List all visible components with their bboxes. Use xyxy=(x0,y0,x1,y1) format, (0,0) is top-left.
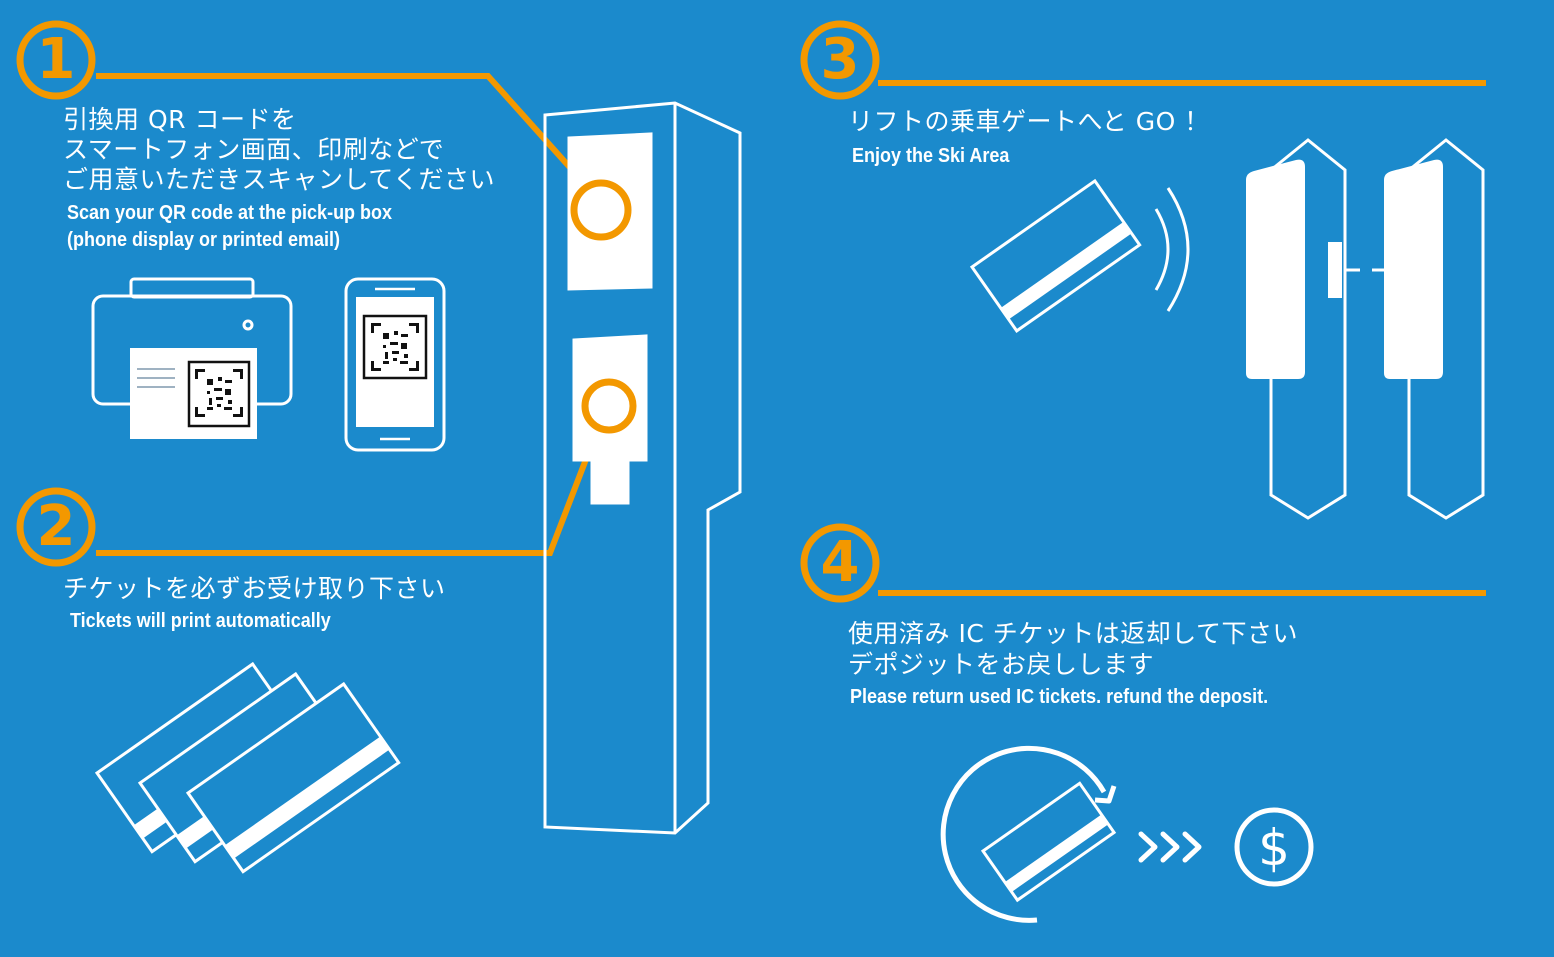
step4-en-line1: Please return used IC tickets. refund th… xyxy=(850,686,1269,708)
step1-jp-line1: 引換用 QR コードを xyxy=(63,105,297,134)
step1-jp-line2: スマートフォン画面、印刷などで xyxy=(63,135,445,164)
step3-badge xyxy=(800,20,880,100)
step2-en-line1: Tickets will print automatically xyxy=(70,610,331,632)
printer-icon xyxy=(91,277,293,439)
step1-en-line2: (phone display or printed email) xyxy=(67,229,341,251)
step2-jp-line1: チケットを必ずお受け取り下さい xyxy=(63,574,446,603)
ic-ticket-icon xyxy=(94,661,401,874)
step4-number: 4 xyxy=(820,530,860,595)
step4-jp-line1: 使用済み IC チケットは返却して下さい xyxy=(848,619,1298,648)
step3-en-line1: Enjoy the Ski Area xyxy=(852,145,1010,167)
step1-jp-line3: ご用意いただきスキャンしてください xyxy=(63,165,496,194)
step1-badge xyxy=(16,20,96,100)
return-arrow-icon xyxy=(940,745,1117,923)
ic-ticket-icon xyxy=(969,178,1142,333)
printer-marker xyxy=(581,378,637,434)
contactless-signal-icon xyxy=(1154,187,1190,312)
chevrons-right-icon xyxy=(1138,831,1202,863)
smartphone-icon xyxy=(344,277,446,452)
svg-text:$: $ xyxy=(1258,819,1290,877)
step1-number: 1 xyxy=(36,27,76,92)
lift-gate-icon xyxy=(1246,138,1485,520)
step2-number: 2 xyxy=(36,494,76,559)
step2-badge xyxy=(16,487,96,567)
ticket-kiosk-icon xyxy=(543,101,742,835)
step3-jp-line1: リフトの乗車ゲートへと GO ！ xyxy=(848,107,1210,136)
ic-ticket-icon xyxy=(980,781,1117,903)
dollar-coin-icon: $ xyxy=(1234,807,1314,887)
step4-jp-line2: デポジットをお戻しします xyxy=(848,650,1155,679)
step4-badge xyxy=(800,523,880,603)
step3-number: 3 xyxy=(820,27,860,92)
step1-en-line1: Scan your QR code at the pick-up box xyxy=(67,202,393,224)
scanner-marker xyxy=(570,179,632,241)
